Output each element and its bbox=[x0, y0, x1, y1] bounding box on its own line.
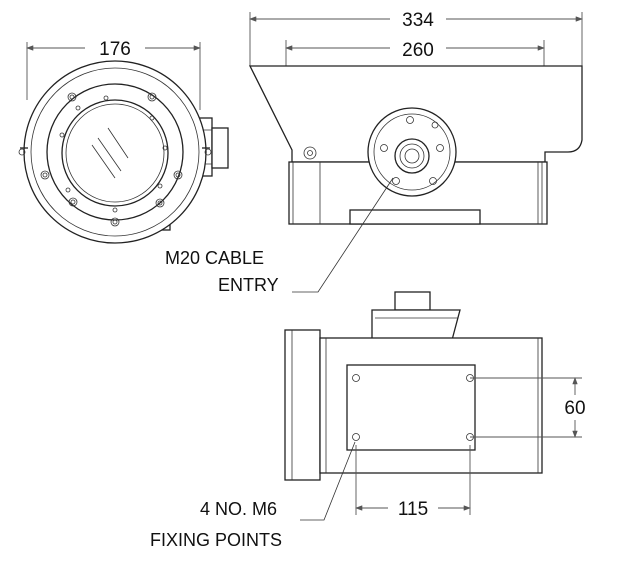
dimension-334-label: 334 bbox=[402, 10, 434, 31]
side-view: 334 260 bbox=[248, 10, 583, 225]
dimension-115: 115 bbox=[355, 445, 471, 520]
cable-entry-callout: M20 CABLE ENTRY bbox=[165, 177, 394, 295]
dimension-60-label: 60 bbox=[564, 398, 585, 419]
dimension-60: 60 bbox=[470, 377, 586, 438]
front-view: 176 bbox=[18, 39, 229, 244]
dimension-260-label: 260 bbox=[402, 40, 434, 61]
fixing-label-line1: 4 NO. M6 bbox=[200, 499, 277, 519]
fixing-points-callout: 4 NO. M6 FIXING POINTS bbox=[150, 441, 356, 550]
dimension-176-label: 176 bbox=[99, 39, 131, 60]
dimension-115-label: 115 bbox=[398, 499, 428, 520]
dimension-260: 260 bbox=[285, 40, 545, 66]
dimension-334: 334 bbox=[249, 10, 583, 66]
fixing-label-line2: FIXING POINTS bbox=[150, 530, 282, 550]
cable-entry-label-line1: M20 CABLE bbox=[165, 248, 264, 268]
underside-view: 60 115 bbox=[284, 291, 586, 520]
cable-entry-label-line2: ENTRY bbox=[218, 275, 279, 295]
dimension-176: 176 bbox=[26, 39, 201, 110]
